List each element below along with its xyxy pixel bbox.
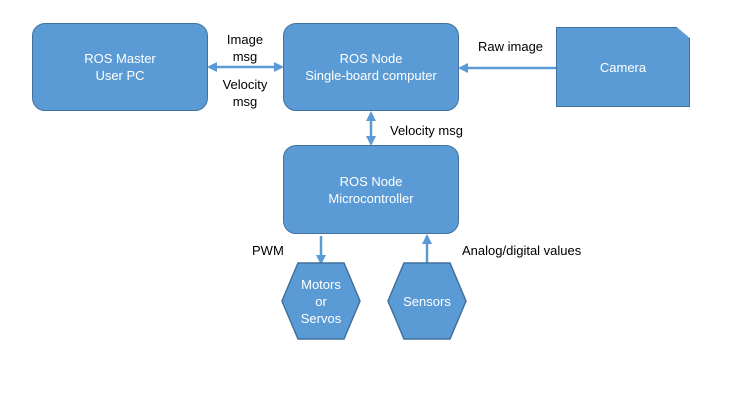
ros-master-node: ROS Master User PC — [32, 23, 208, 111]
edge-label-raw-image: Raw image — [478, 39, 544, 54]
motors-shape — [281, 262, 361, 340]
camera-node: Camera — [556, 27, 690, 107]
motors-line1: Motors — [301, 276, 341, 292]
ros-node-sbc: ROS Node Single-board computer — [283, 23, 459, 111]
edge-label-analog-digital: Analog/digital values — [462, 243, 582, 258]
edge-label-image-msg: Image msg — [216, 31, 274, 65]
edge-label-pwm: PWM — [252, 243, 284, 258]
edge-label-velocity-msg-top: Velocity msg — [212, 76, 278, 110]
sensors-shape — [387, 262, 467, 340]
sensors-label: Sensors — [403, 293, 451, 309]
ros-master-subtitle: User PC — [95, 68, 145, 83]
ros-node-sbc-title: ROS Node — [339, 51, 403, 66]
ros-node-sbc-subtitle: Single-board computer — [305, 68, 437, 83]
motors-line3: Servos — [300, 310, 342, 326]
camera-label: Camera — [599, 59, 647, 75]
ros-node-mcu: ROS Node Microcontroller — [283, 145, 459, 234]
ros-master-title: ROS Master — [84, 51, 156, 66]
image-msg-line2: msg — [232, 49, 258, 64]
edge-label-velocity-msg-mid: Velocity msg — [390, 123, 463, 138]
sensors-node: Sensors — [388, 263, 466, 339]
motors-line2: or — [315, 293, 327, 309]
ros-node-mcu-title: ROS Node — [339, 173, 403, 189]
velocity-msg-top-line2: msg — [232, 94, 258, 109]
motors-node: Motors or Servos — [282, 263, 360, 339]
image-msg-line1: Image — [226, 32, 264, 47]
ros-node-mcu-subtitle: Microcontroller — [328, 190, 414, 206]
velocity-msg-top-line1: Velocity — [222, 77, 268, 92]
